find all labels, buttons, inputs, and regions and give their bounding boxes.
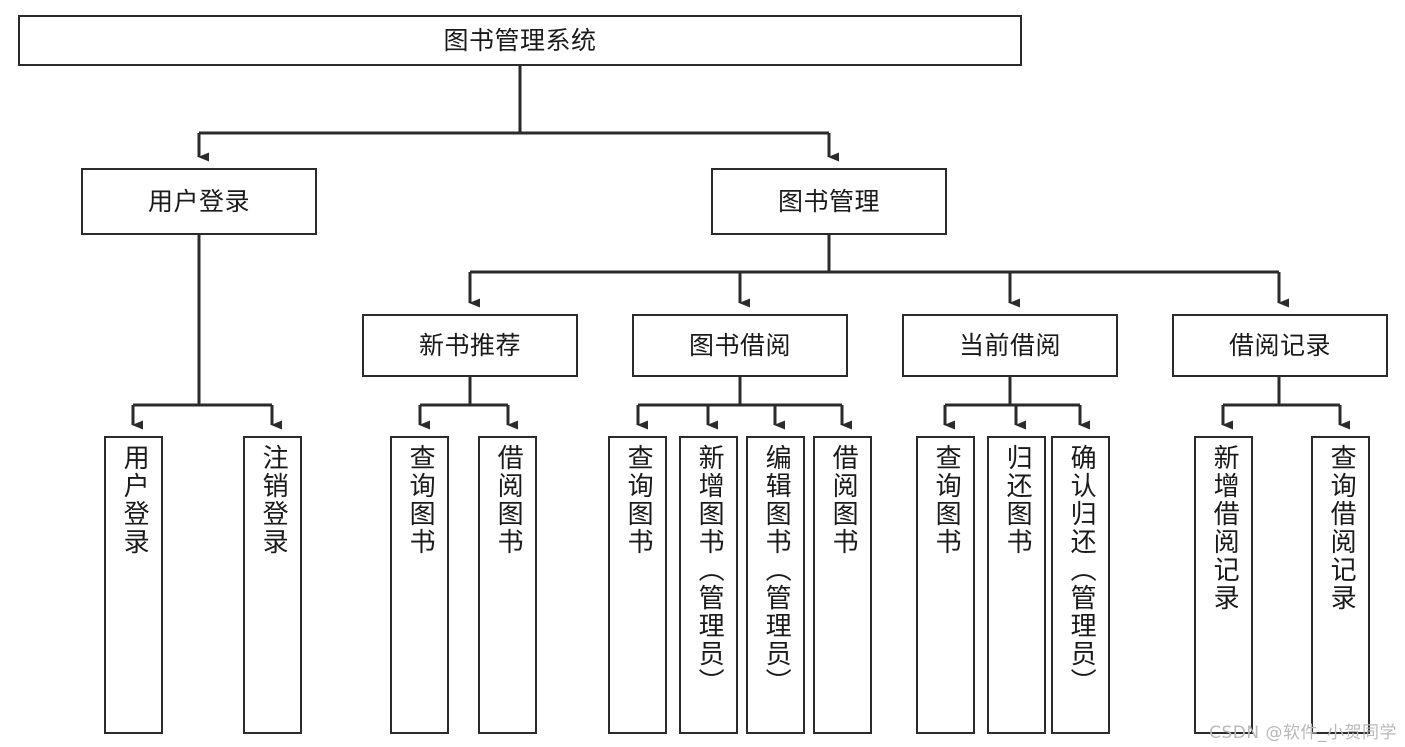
node-root-system[interactable]: 图书管理系统 (18, 15, 1022, 66)
node-label: 查询图书 (405, 444, 436, 556)
node-label: 借阅图书 (493, 444, 524, 556)
node-label: 图书管理 (777, 186, 880, 216)
node-label: 确认归还（管理员） (1066, 444, 1097, 696)
leaf-current-borrow-confirm-return[interactable]: 确认归还（管理员） (1051, 436, 1110, 734)
node-label: 新增借阅记录 (1209, 444, 1240, 612)
leaf-user-login-logout[interactable]: 注销登录 (243, 436, 302, 734)
leaf-borrow-record-query[interactable]: 查询借阅记录 (1311, 436, 1370, 734)
node-new-book-recommend[interactable]: 新书推荐 (362, 314, 578, 377)
node-label: 查询借阅记录 (1326, 444, 1357, 612)
leaf-user-login-login[interactable]: 用户登录 (104, 436, 163, 734)
leaf-book-borrow-add[interactable]: 新增图书（管理员） (679, 436, 738, 734)
node-label: 图书管理系统 (443, 25, 597, 55)
node-label: 图书借阅 (688, 330, 791, 360)
leaf-new-book-borrow[interactable]: 借阅图书 (478, 436, 537, 734)
node-current-borrow[interactable]: 当前借阅 (902, 314, 1118, 377)
leaf-book-borrow-edit[interactable]: 编辑图书（管理员） (746, 436, 805, 734)
node-borrow-record[interactable]: 借阅记录 (1172, 314, 1388, 377)
node-book-borrow[interactable]: 图书借阅 (632, 314, 848, 377)
leaf-current-borrow-query[interactable]: 查询图书 (916, 436, 975, 734)
node-label: 借阅图书 (828, 444, 859, 556)
node-label: 编辑图书（管理员） (761, 444, 792, 696)
node-label: 用户登录 (119, 444, 150, 556)
node-user-login[interactable]: 用户登录 (81, 168, 317, 235)
node-book-management[interactable]: 图书管理 (711, 168, 947, 235)
node-label: 新书推荐 (418, 330, 521, 360)
leaf-current-borrow-return[interactable]: 归还图书 (987, 436, 1046, 734)
node-label: 查询图书 (623, 444, 654, 556)
node-label: 用户登录 (147, 186, 250, 216)
leaf-borrow-record-add[interactable]: 新增借阅记录 (1194, 436, 1253, 734)
node-label: 借阅记录 (1228, 330, 1331, 360)
watermark: CSDN @软件_小贺同学 (1209, 723, 1397, 743)
node-label: 新增图书（管理员） (694, 444, 725, 696)
leaf-book-borrow-query[interactable]: 查询图书 (608, 436, 667, 734)
node-label: 当前借阅 (958, 330, 1061, 360)
node-label: 查询图书 (931, 444, 962, 556)
leaf-book-borrow-borrow[interactable]: 借阅图书 (813, 436, 872, 734)
leaf-new-book-query[interactable]: 查询图书 (390, 436, 449, 734)
node-label: 归还图书 (1002, 444, 1033, 556)
node-label: 注销登录 (258, 444, 289, 556)
